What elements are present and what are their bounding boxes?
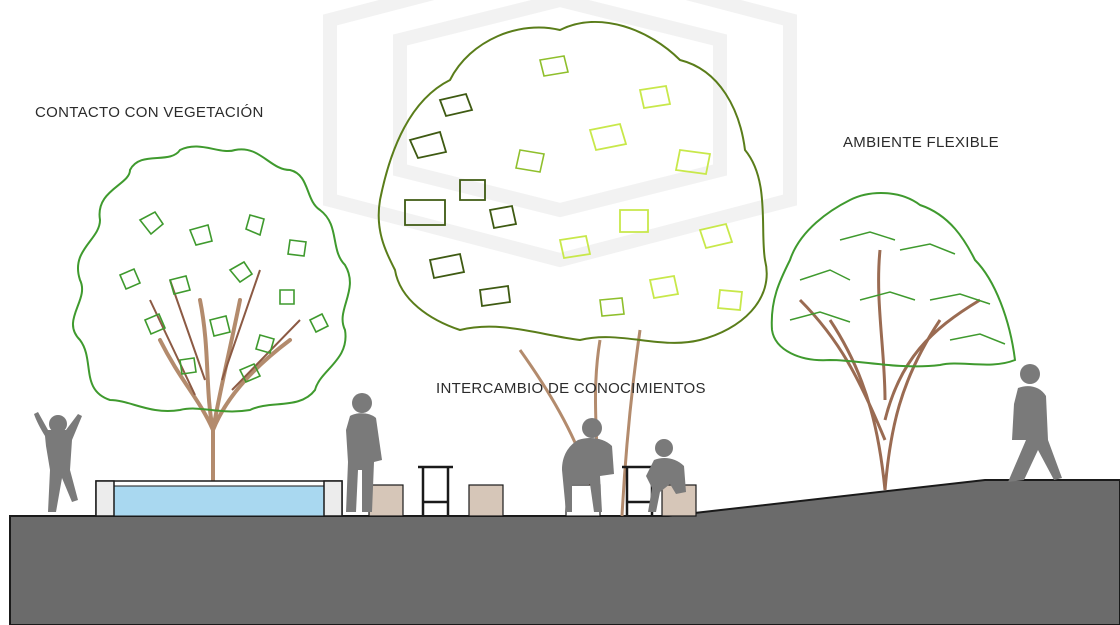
high-table-icon	[418, 465, 657, 516]
tree-canopy-icon	[377, 21, 768, 517]
stool-icon	[368, 484, 697, 517]
planter-icon	[95, 480, 343, 517]
tree-umbrella-icon	[770, 192, 1017, 491]
person-silhouette-icon	[34, 364, 1062, 512]
label-ambiente-flexible: AMBIENTE FLEXIBLE	[843, 134, 999, 151]
label-contacto-con-vegetacion: CONTACTO CON VEGETACIÓN	[35, 104, 264, 121]
tree-round-icon	[72, 145, 351, 486]
watermark-emblem	[323, 0, 797, 268]
label-intercambio-de-conocimientos: INTERCAMBIO DE CONOCIMIENTOS	[436, 380, 706, 397]
